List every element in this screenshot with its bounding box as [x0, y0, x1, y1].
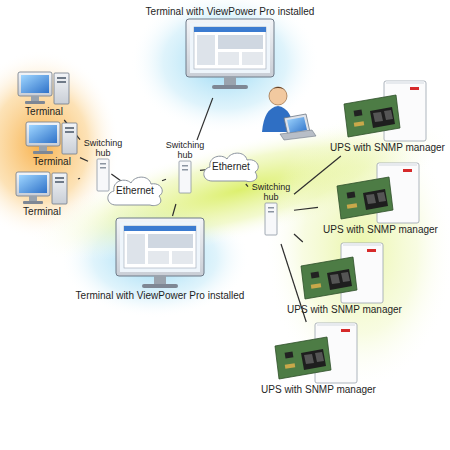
terminal-node: Terminal [16, 120, 88, 170]
node-label: Switching hub [80, 138, 126, 158]
node-label: Ethernet [116, 185, 154, 196]
monitor-icon [114, 216, 206, 290]
ups-icon [297, 242, 393, 304]
node-label: UPS with SNMP manager [323, 224, 438, 235]
terminal-icon [12, 170, 72, 206]
monitor-icon [114, 216, 206, 290]
terminal-node: Terminal [8, 70, 80, 120]
terminal-icon [22, 120, 82, 156]
node-label: Terminal with ViewPower Pro installed [76, 290, 245, 301]
hub-device [96, 158, 110, 192]
hub-device [264, 202, 278, 236]
ups-icon [340, 80, 436, 142]
network-cable [197, 98, 213, 140]
node-label: Terminal [33, 156, 71, 167]
hub-device [178, 160, 192, 194]
switching-hub: Switching hub [162, 140, 208, 204]
network-cable [173, 204, 176, 216]
terminal-icon [22, 120, 82, 156]
ups-unit: UPS with SNMP manager [325, 80, 450, 156]
network-cable [162, 179, 166, 181]
terminal-icon [12, 170, 72, 206]
hub-device [96, 158, 110, 192]
node-label: Ethernet [212, 161, 250, 172]
network-cable [294, 156, 341, 194]
ups-icon [333, 162, 429, 224]
node-label: Switching hub [162, 140, 208, 160]
ups-unit: UPS with SNMP manager [318, 162, 443, 238]
terminal-icon [14, 70, 74, 106]
node-label: UPS with SNMP manager [261, 384, 376, 395]
ups-icon [297, 242, 393, 304]
node-label: Terminal [25, 106, 63, 117]
network-cable [80, 158, 88, 162]
network-cable [78, 178, 80, 180]
node-label: Terminal with ViewPower Pro installed [146, 6, 315, 17]
terminal-icon [14, 70, 74, 106]
viewpower-terminal: Terminal with ViewPower Pro installed [130, 6, 330, 98]
ethernet-cloud: Ethernet [104, 174, 166, 208]
ups-icon [340, 80, 436, 142]
ups-unit: UPS with SNMP manager [282, 242, 407, 318]
node-label: UPS with SNMP manager [330, 142, 445, 153]
node-label: UPS with SNMP manager [287, 304, 402, 315]
ups-icon [271, 322, 367, 384]
network-cable [294, 207, 318, 210]
network-cable [246, 184, 248, 187]
node-label: Terminal [23, 206, 61, 217]
switching-hub: Switching hub [248, 182, 294, 244]
monitor-icon [184, 17, 276, 91]
network-cable [294, 234, 303, 242]
hub-device [264, 202, 278, 236]
ups-unit: UPS with SNMP manager [256, 322, 381, 398]
node-label: Switching hub [248, 182, 294, 202]
user-with-laptop [262, 87, 316, 140]
ups-icon [333, 162, 429, 224]
monitor-icon [184, 17, 276, 91]
viewpower-terminal: Terminal with ViewPower Pro installed [60, 216, 260, 304]
hub-device [178, 160, 192, 194]
ups-icon [271, 322, 367, 384]
terminal-node: Terminal [6, 170, 78, 220]
ethernet-cloud: Ethernet [200, 150, 262, 184]
